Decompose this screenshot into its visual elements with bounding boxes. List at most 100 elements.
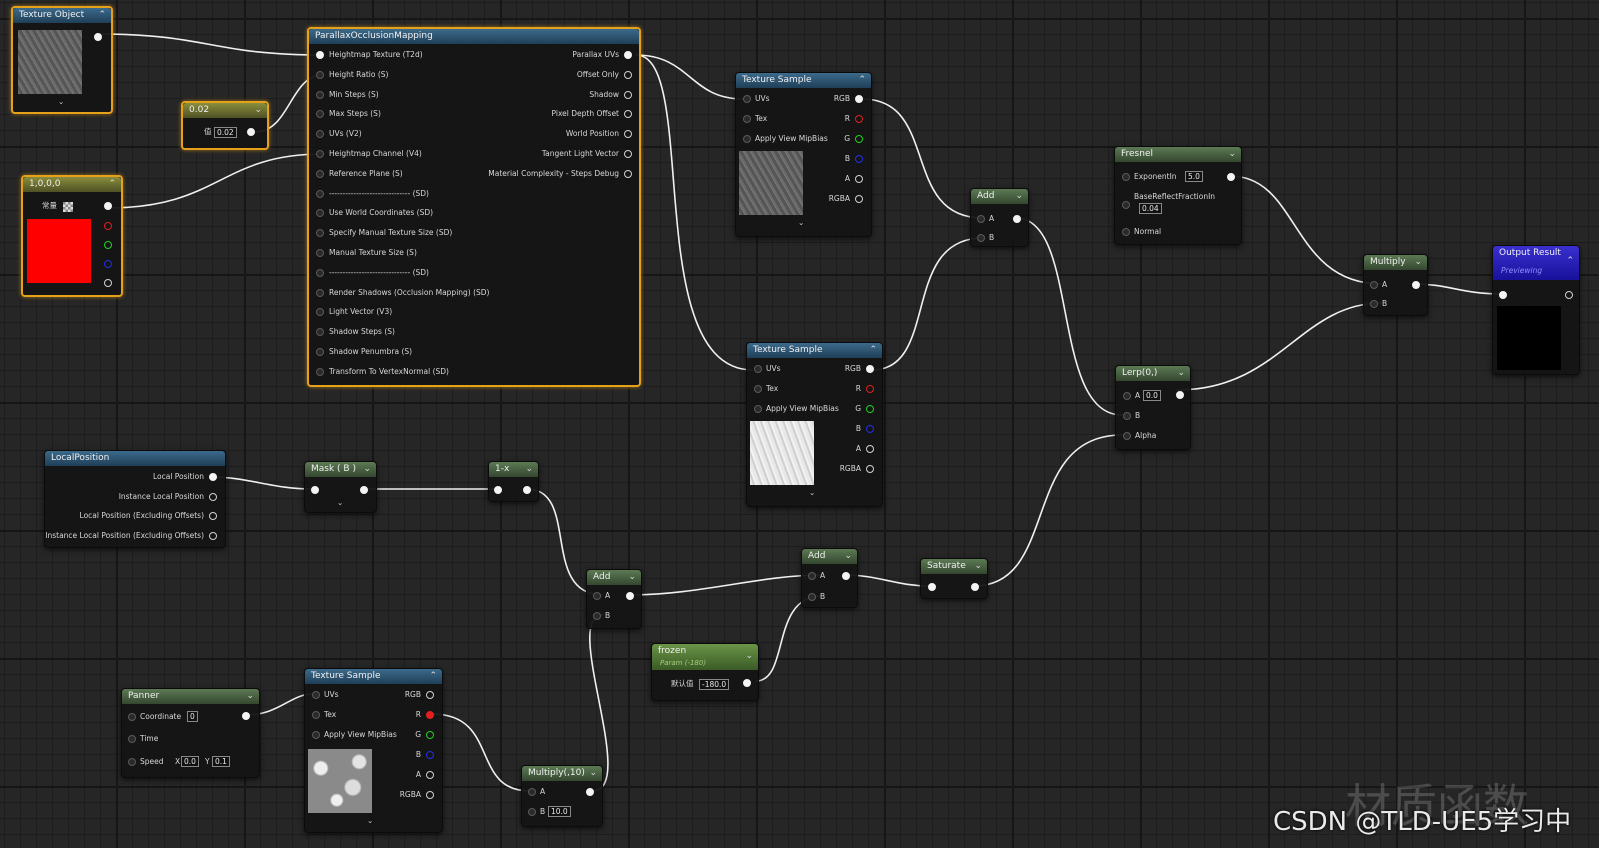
mask-b-node[interactable]: Mask ( B )⌄ ⌄ (304, 461, 377, 513)
output-pin[interactable] (104, 202, 112, 210)
input-pin[interactable] (743, 135, 751, 143)
output-pin[interactable] (209, 531, 217, 540)
input-a-pin[interactable] (808, 572, 816, 580)
output-rgba-pin[interactable] (855, 195, 863, 203)
output-pin[interactable] (247, 128, 255, 136)
input-pin[interactable] (311, 486, 319, 494)
texture-object-node[interactable]: Texture Object⌃ ⌄ (11, 6, 113, 114)
output-result-node[interactable]: Output Result⌃ Previewing (1492, 245, 1580, 375)
base-reflect-field[interactable]: 0.04 (1139, 203, 1162, 214)
input-a-field[interactable]: 0.0 (1143, 390, 1161, 401)
input-pin[interactable] (316, 110, 324, 119)
output-pin[interactable] (209, 473, 217, 481)
output-a-pin[interactable] (426, 771, 434, 779)
output-pin[interactable] (971, 583, 979, 591)
input-pin[interactable] (928, 583, 936, 591)
input-b-pin[interactable] (977, 234, 985, 242)
chevron-down-icon[interactable]: ⌄ (246, 691, 254, 701)
input-pin[interactable] (316, 70, 324, 79)
output-pin[interactable] (743, 679, 751, 687)
input-pin[interactable] (743, 95, 751, 103)
input-pin[interactable] (316, 229, 324, 238)
default-value-field[interactable]: -180.0 (699, 679, 730, 690)
output-pin[interactable] (94, 33, 102, 41)
add-node-low[interactable]: Add⌄ A B (801, 548, 858, 608)
speed-x-field[interactable]: 0.0 (181, 756, 199, 767)
chevron-down-icon[interactable]: ⌄ (1414, 257, 1422, 267)
collapse-icon[interactable]: ⌃ (429, 671, 437, 681)
output-pin[interactable] (523, 486, 531, 494)
base-reflect-pin[interactable] (1122, 201, 1130, 209)
chevron-down-icon[interactable]: ⌄ (1015, 191, 1023, 201)
output-pin[interactable] (842, 572, 850, 580)
panner-node[interactable]: Panner⌄ Coordinate 0 Time Speed X 0.0 Y … (121, 688, 260, 778)
output-pin[interactable] (242, 712, 250, 720)
output-pin[interactable] (624, 130, 632, 139)
speed-y-field[interactable]: 0.1 (212, 756, 230, 767)
exponent-field[interactable]: 5.0 (1185, 171, 1203, 182)
output-r-pin[interactable] (426, 711, 434, 719)
input-pin[interactable] (316, 268, 324, 277)
input-a-pin[interactable] (1123, 392, 1131, 400)
output-pin[interactable] (624, 70, 632, 79)
exponent-pin[interactable] (1122, 173, 1130, 181)
output-r-pin[interactable] (866, 385, 874, 393)
expand-icon[interactable]: ⌄ (809, 488, 816, 497)
chevron-down-icon[interactable]: ⌄ (1177, 368, 1185, 378)
output-r-pin[interactable] (855, 115, 863, 123)
output-pin[interactable] (209, 512, 217, 520)
input-b-pin[interactable] (1123, 412, 1131, 420)
output-g-pin[interactable] (866, 405, 874, 413)
output-g-pin[interactable] (855, 135, 863, 143)
add-node-top[interactable]: Add⌄ A B (970, 188, 1029, 247)
output-pin[interactable] (624, 110, 632, 119)
input-pin[interactable] (754, 385, 762, 393)
input-pin[interactable] (316, 348, 324, 356)
output-pin[interactable] (624, 90, 632, 99)
output-g-pin[interactable] (104, 241, 112, 249)
input-pin[interactable] (316, 308, 324, 317)
collapse-icon[interactable]: ⌃ (1566, 256, 1574, 266)
input-b-pin[interactable] (808, 593, 816, 601)
one-minus-node[interactable]: 1-x⌄ (488, 461, 539, 502)
saturate-node[interactable]: Saturate⌄ (920, 558, 988, 599)
input-pin[interactable] (312, 691, 320, 699)
output-rgb-pin[interactable] (855, 95, 863, 103)
parallax-occlusion-mapping-node[interactable]: ParallaxOcclusionMapping Heightmap Textu… (307, 27, 641, 387)
chevron-down-icon[interactable]: ⌄ (363, 464, 371, 474)
input-pin[interactable] (316, 367, 324, 376)
input-pin[interactable] (316, 51, 324, 59)
lerp-node[interactable]: Lerp(0,)⌄ A 0.0 B Alpha (1115, 365, 1191, 450)
multiply-node-low[interactable]: Multiply(,10)⌄ A B 10.0 (521, 765, 603, 827)
output-pin[interactable] (624, 169, 632, 178)
chevron-down-icon[interactable]: ⌄ (589, 768, 597, 778)
output-pin[interactable] (1412, 281, 1420, 289)
expand-icon[interactable]: ⌄ (798, 218, 805, 227)
output-pin[interactable] (1227, 173, 1235, 181)
output-pin[interactable] (1176, 391, 1184, 399)
time-pin[interactable] (128, 735, 136, 743)
chevron-down-icon[interactable]: ⌄ (844, 551, 852, 561)
output-rgba-pin[interactable] (426, 791, 434, 799)
input-pin[interactable] (1499, 291, 1507, 299)
output-a-pin[interactable] (104, 279, 112, 287)
chevron-down-icon[interactable]: ⌄ (974, 561, 982, 571)
input-pin[interactable] (743, 115, 751, 123)
input-pin[interactable] (754, 365, 762, 373)
output-pin[interactable] (1013, 215, 1021, 223)
output-pin[interactable] (1565, 291, 1573, 299)
coordinate-pin[interactable] (128, 713, 136, 721)
output-g-pin[interactable] (426, 731, 434, 739)
chevron-down-icon[interactable]: ⌄ (525, 464, 533, 474)
multiply-node-top[interactable]: Multiply⌄ A B (1363, 254, 1428, 316)
input-b-pin[interactable] (528, 808, 536, 816)
collapse-icon[interactable]: ⌃ (858, 75, 866, 85)
output-b-pin[interactable] (866, 425, 874, 433)
constant-vector-node[interactable]: 1,0,0,0⌃ 常量 (21, 175, 123, 297)
expand-icon[interactable]: ⌄ (58, 97, 65, 106)
input-a-pin[interactable] (528, 788, 536, 796)
chevron-down-icon[interactable]: ⌄ (1228, 149, 1236, 159)
